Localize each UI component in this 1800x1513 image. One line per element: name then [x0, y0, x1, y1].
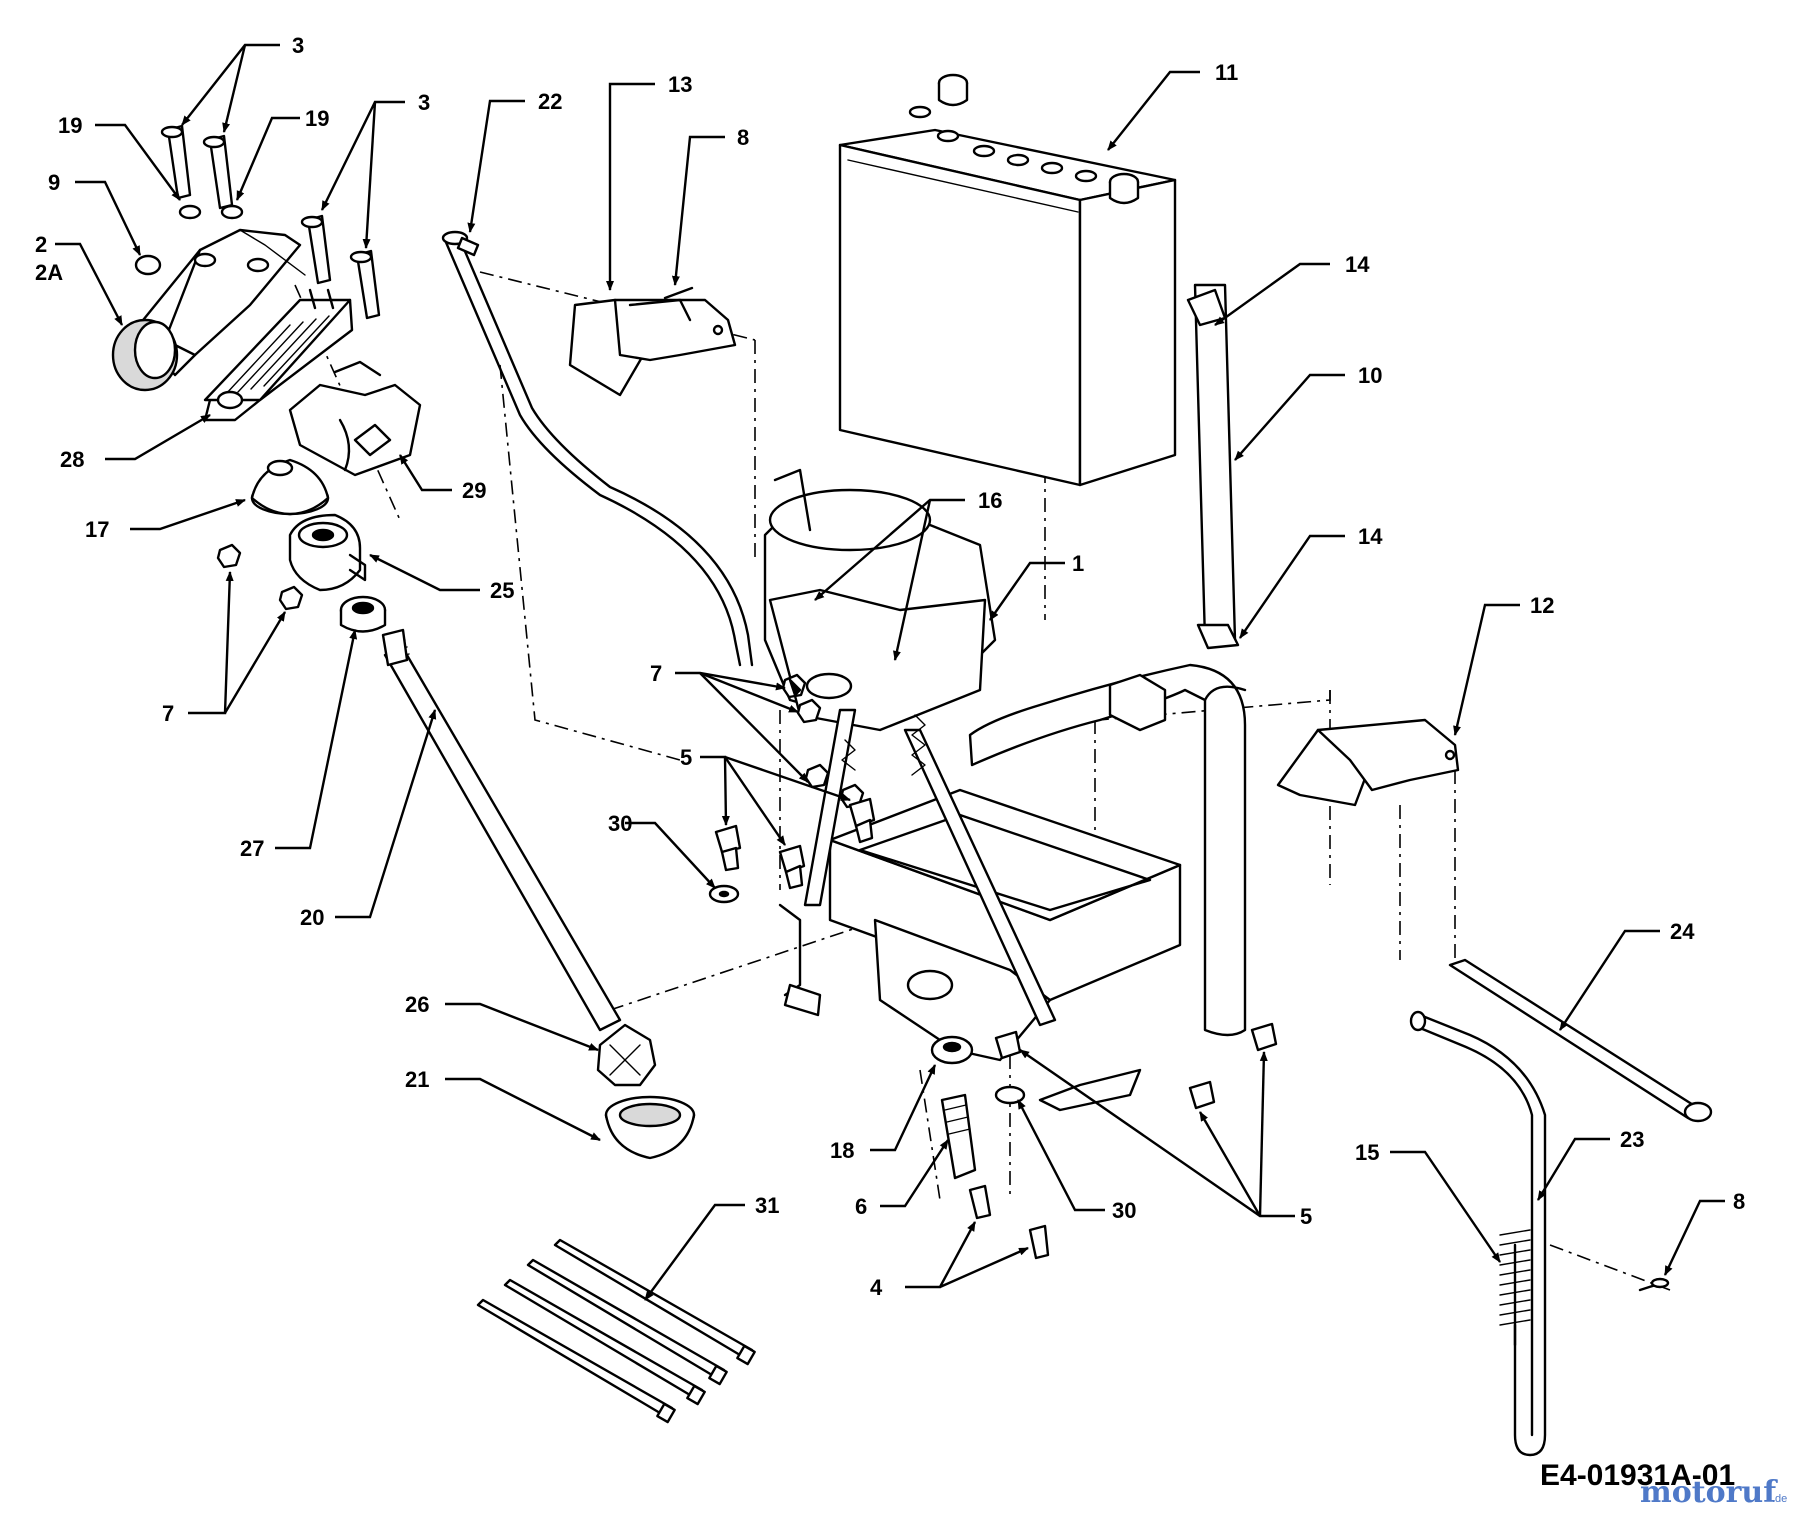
knob-part-21 — [604, 1095, 696, 1160]
watermark-suffix: .de — [1772, 1493, 1787, 1505]
boot-part-17 — [250, 458, 330, 516]
callout-11: 11 — [1215, 60, 1238, 85]
console-cover-part-2 — [111, 228, 306, 392]
callout-22: 22 — [538, 89, 562, 114]
callout-16: 16 — [978, 488, 1002, 513]
knob-collar-part-26 — [596, 1023, 657, 1087]
callout-8-bottom: 8 — [1733, 1189, 1745, 1214]
rod-part-23 — [1409, 1010, 1547, 1457]
pedal-part-12 — [1276, 718, 1460, 807]
callout-2a: 2A — [35, 260, 63, 285]
callout-19-left: 19 — [58, 113, 82, 138]
watermark-logo: motoruf .de — [1640, 1475, 1787, 1510]
diagram-code: E4-01931A-01 — [1540, 1459, 1735, 1492]
watermark-brand: motoruf — [1640, 1475, 1778, 1510]
callout-3-mid: 3 — [418, 90, 430, 115]
callout-7-left: 7 — [162, 701, 174, 726]
bushing-part-27 — [339, 595, 387, 633]
nuts-part-7-left — [216, 543, 304, 611]
rod-part-22 — [441, 230, 754, 667]
callout-21: 21 — [405, 1067, 429, 1092]
callout-27: 27 — [240, 836, 264, 861]
pedal-part-13 — [568, 298, 737, 397]
callout-6: 6 — [855, 1194, 867, 1219]
callout-13: 13 — [668, 72, 692, 97]
collar-part-25 — [288, 513, 367, 592]
parts-18-6-4 — [930, 1035, 1050, 1260]
callout-4: 4 — [870, 1275, 883, 1300]
main-frame-part-1 — [763, 468, 1247, 1112]
callout-3-top: 3 — [292, 33, 304, 58]
callout-24: 24 — [1670, 919, 1695, 944]
callout-28: 28 — [60, 447, 84, 472]
callout-12: 12 — [1530, 593, 1554, 618]
callout-9: 9 — [48, 170, 60, 195]
rod-part-24 — [1448, 958, 1713, 1123]
callout-7-mid: 7 — [650, 661, 662, 686]
callout-30-right: 30 — [1112, 1198, 1136, 1223]
callout-10: 10 — [1358, 363, 1382, 388]
bolts-part-5-washers-part-30 — [708, 797, 1278, 1110]
callout-30-left: 30 — [608, 811, 632, 836]
callout-labels: 3 19 19 9 2 2A 3 22 13 8 11 14 10 14 28 … — [35, 33, 1745, 1300]
battery-part-11 — [838, 73, 1177, 487]
spring-part-15 — [1499, 1229, 1531, 1347]
callout-29: 29 — [462, 478, 486, 503]
callout-20: 20 — [300, 905, 324, 930]
callout-2: 2 — [35, 232, 47, 257]
callout-31: 31 — [755, 1193, 779, 1218]
pins-part-8 — [663, 286, 1670, 1292]
callout-leaders — [55, 43, 1725, 1301]
shift-lever-part-20 — [381, 628, 622, 1032]
callout-5-right: 5 — [1300, 1204, 1312, 1229]
callout-1: 1 — [1072, 551, 1084, 576]
callout-8-top: 8 — [737, 125, 749, 150]
callout-23: 23 — [1620, 1127, 1644, 1152]
callout-17: 17 — [85, 517, 109, 542]
callout-25: 25 — [490, 578, 514, 603]
battery-strap-part-10-14 — [1186, 283, 1240, 650]
nuts-part-7-mid — [781, 673, 865, 809]
fasteners-parts-3-19-9 — [134, 124, 381, 320]
callout-26: 26 — [405, 992, 429, 1017]
callout-15: 15 — [1355, 1140, 1379, 1165]
callout-5-mid: 5 — [680, 745, 692, 770]
callout-14-top: 14 — [1345, 252, 1370, 277]
callout-14-mid: 14 — [1358, 524, 1383, 549]
bracket-part-29 — [288, 360, 422, 477]
callout-18: 18 — [830, 1138, 854, 1163]
callout-19-right: 19 — [305, 106, 329, 131]
cable-ties-part-31 — [476, 1238, 756, 1424]
